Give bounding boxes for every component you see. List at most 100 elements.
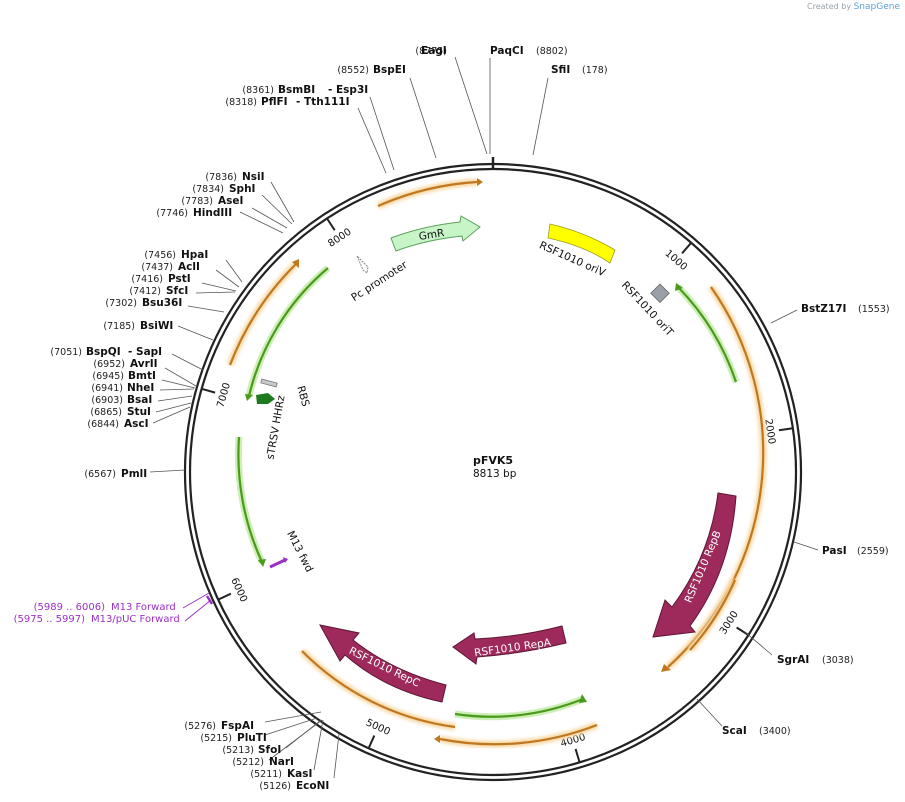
site-name-pflfi: PflFI (261, 96, 288, 108)
site-name-bspqi: BspQI (86, 346, 121, 358)
site-name-bsu36i: Bsu36I (142, 297, 182, 309)
svg-text:(6567): (6567) (84, 469, 116, 480)
site-name-sgrai: SgrAI (777, 654, 809, 666)
svg-text:(3038): (3038) (822, 655, 854, 666)
site-pos: (1553) (858, 304, 890, 315)
site-name-econi: EcoNI (296, 780, 329, 792)
green-glow (675, 284, 740, 384)
site-pos: (6865) (90, 407, 122, 418)
site-pos: (7185) (103, 321, 135, 332)
svg-text:SphI: SphI (229, 183, 255, 195)
orf-left (228, 263, 297, 366)
site-pos: (6903) (91, 395, 123, 406)
m13-fwd-arrow (269, 558, 286, 569)
svg-text:BsmBI: BsmBI (278, 84, 315, 96)
site-name-pmli: PmlI (121, 468, 147, 480)
repb-feature: RSF1010 RepB (652, 492, 737, 638)
svg-text:(3400): (3400) (759, 726, 791, 737)
m13-fwd-label: M13 fwd (284, 529, 315, 574)
site-name-paqci: PaqCI (490, 45, 524, 57)
svg-text:HpaI: HpaI (181, 249, 208, 261)
site-name-kasi: KasI (287, 768, 312, 780)
svg-text:PluTI: PluTI (237, 732, 267, 744)
snapgene-logo: SnapGene (853, 2, 900, 12)
site-pos: (3400) (759, 726, 791, 737)
svg-text:- SapI: - SapI (128, 346, 162, 358)
m13-fwd-arrowhead (283, 557, 288, 563)
repa-feature: RSF1010 RepA (452, 625, 567, 665)
svg-text:- Tth111I: - Tth111I (296, 96, 350, 108)
svg-text:(7416): (7416) (131, 274, 163, 285)
primer-m13-puc-forward: M13/pUC Forward (91, 614, 180, 625)
svg-text:(7836): (7836) (205, 172, 237, 183)
svg-text:EagI: EagI (421, 45, 447, 57)
site-name-acli: AclI (178, 261, 200, 273)
site-pos: (178) (582, 65, 608, 76)
svg-text:PflFI: PflFI (261, 96, 288, 108)
svg-text:(5211): (5211) (250, 769, 282, 780)
svg-text:(6903): (6903) (91, 395, 123, 406)
tick-mark (778, 427, 793, 432)
svg-text:BspQI: BspQI (86, 346, 121, 358)
primer-range: (5989 .. 6006) (34, 602, 106, 613)
orit-box (650, 283, 670, 304)
orit-feature: RSF1010 oriT (619, 279, 676, 339)
svg-text:StuI: StuI (127, 406, 151, 418)
green-glow (454, 695, 585, 721)
site-pos: (2559) (857, 546, 889, 557)
green-arrow-right (677, 286, 738, 383)
site-name-tth111i: - Tth111I (296, 96, 350, 108)
svg-text:BsaI: BsaI (127, 394, 152, 406)
svg-text:AvrII: AvrII (130, 358, 158, 370)
svg-text:PaqCI: PaqCI (490, 45, 524, 57)
site-pos: (5213) (222, 745, 254, 756)
pc-promoter-label: Pc promoter (349, 259, 410, 304)
svg-text:(178): (178) (582, 65, 608, 76)
site-name-sfii: SfiI (551, 64, 570, 76)
site-pos: (8318) (225, 97, 257, 108)
svg-text:(8775): (8775) (415, 46, 447, 57)
plasmid-name: pFVK5 (473, 454, 513, 467)
tick-mark (574, 748, 581, 763)
green-features (234, 265, 740, 721)
svg-text:SgrAI: SgrAI (777, 654, 809, 666)
site-name-nhei: NheI (127, 382, 154, 394)
svg-text:KasI: KasI (287, 768, 312, 780)
tick-label: 1000 (663, 248, 689, 273)
svg-text:AclI: AclI (178, 261, 200, 273)
restriction-sites: (8775) EagI PaqCI (8802) (8552) BspEI Sf… (50, 45, 889, 792)
primer-m13-forward: M13 Forward (111, 602, 176, 613)
primer-annotations: (5989 .. 6006) M13 Forward (5975 .. 5997… (14, 592, 214, 625)
site-name-bmti: BmtI (128, 370, 156, 382)
svg-text:(8318): (8318) (225, 97, 257, 108)
site-name-pasi: PasI (822, 545, 847, 557)
svg-text:ScaI: ScaI (722, 725, 747, 737)
site-pos: (8361) (242, 85, 274, 96)
svg-text:Bsu36I: Bsu36I (142, 297, 182, 309)
repc-label: RSF1010 RepC (347, 645, 422, 690)
svg-text:(6865): (6865) (90, 407, 122, 418)
orf-arcs (226, 178, 767, 748)
primer-range: (5975 .. 5997) (14, 614, 86, 625)
plasmid-length: 8813 bp (473, 468, 517, 480)
svg-text:- Esp3I: - Esp3I (328, 84, 368, 96)
site-leader-lines (149, 56, 819, 779)
svg-text:(1553): (1553) (858, 304, 890, 315)
site-name-sfci: SfcI (166, 285, 188, 297)
hhrz-arrow (256, 393, 275, 404)
site-pos: (6844) (87, 419, 119, 430)
orf-top (377, 180, 478, 208)
site-name-hpai: HpaI (181, 249, 208, 261)
orf-arrowhead (661, 664, 671, 672)
site-pos: (7302) (105, 298, 137, 309)
tick-label: 7000 (215, 381, 233, 408)
credit-prefix: Created by (807, 2, 852, 11)
site-name-sfoi: SfoI (258, 744, 281, 756)
site-name-asei: AseI (218, 195, 243, 207)
orf-arrowhead (477, 178, 483, 186)
pc-promoter-feature: Pc promoter (349, 255, 410, 304)
svg-text:(7746): (7746) (156, 208, 188, 219)
svg-text:SfoI: SfoI (258, 744, 281, 756)
